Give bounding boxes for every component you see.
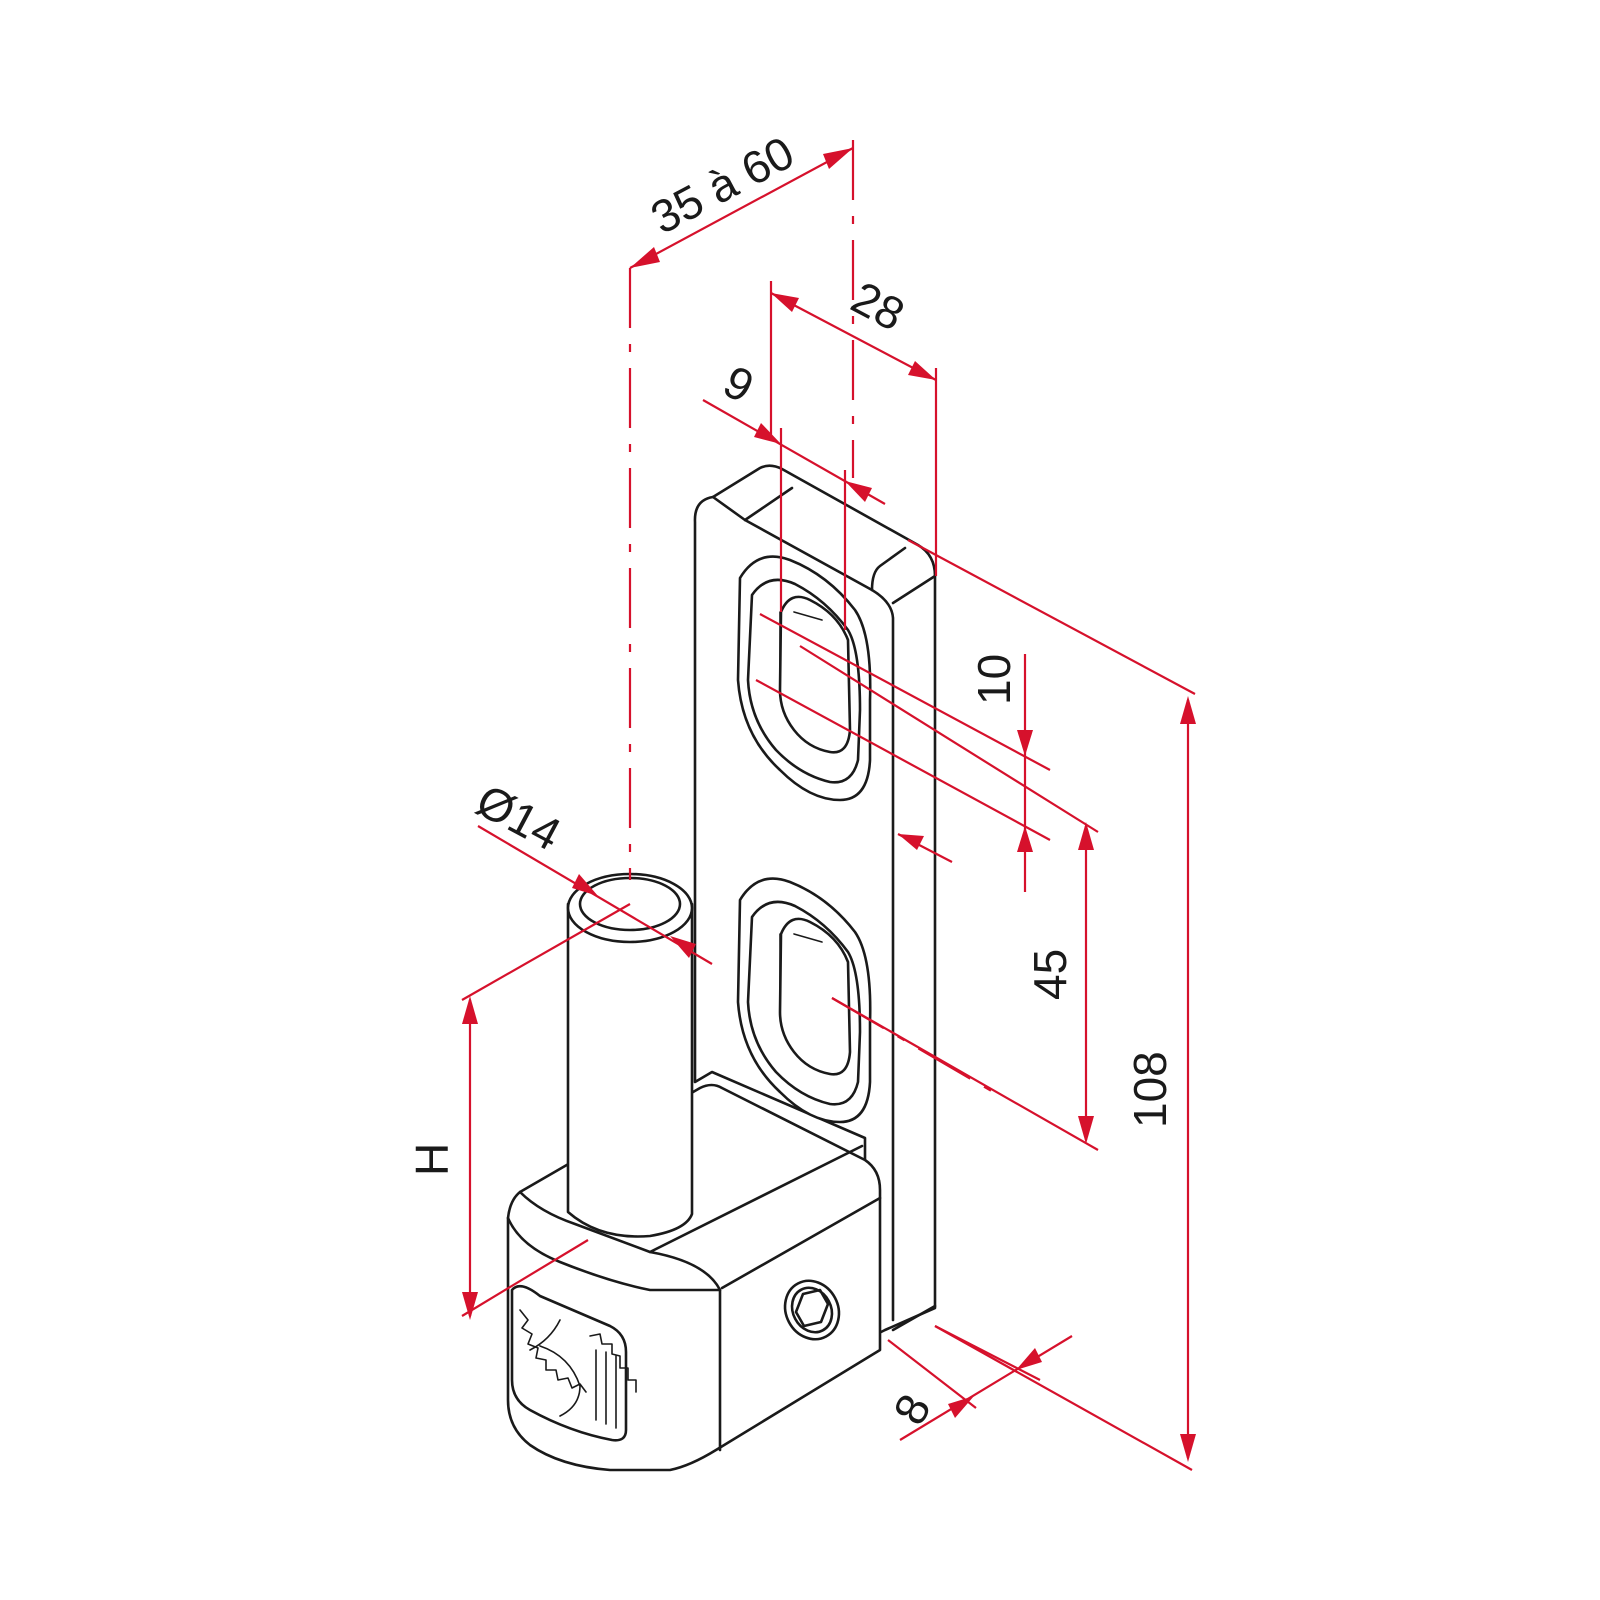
pin-body xyxy=(566,902,694,1238)
dim-35a60-line xyxy=(629,147,854,269)
plate-side-inner xyxy=(870,546,907,592)
dim-8-plate-side-arrow xyxy=(898,834,924,850)
dim-35a60-arrow-a xyxy=(630,247,660,268)
serrated-stripes xyxy=(595,1349,617,1429)
plate-top-corner xyxy=(891,574,937,605)
lower-hole-countersink-inner xyxy=(746,900,862,1106)
base-block-front-top xyxy=(720,1196,882,1290)
plate-top-edge xyxy=(743,486,794,522)
dim-35a60-arrow-b xyxy=(823,148,853,169)
label-108: 108 xyxy=(1124,1051,1176,1128)
upper-hole-slot xyxy=(778,595,852,754)
plate-bottom-edge xyxy=(891,1304,937,1332)
dim-9-arrow-a xyxy=(754,423,781,444)
dim-h-ext-bottom xyxy=(461,1239,589,1317)
dim-10-ext-a xyxy=(759,613,1051,771)
dimension-lines xyxy=(461,140,1196,1471)
lower-hole-slot-edge xyxy=(779,933,823,1013)
label-d14: Ø14 xyxy=(468,774,569,861)
dim-d14-arrow-a xyxy=(572,874,598,896)
label-h: H xyxy=(406,1143,458,1176)
dim-h-arrow-top xyxy=(462,996,478,1024)
dim-8-line xyxy=(899,1335,1073,1441)
label-9: 9 xyxy=(715,355,762,413)
dim-8-ext-b xyxy=(934,1325,1041,1381)
dim-108-arrow-top xyxy=(1180,696,1196,724)
label-45: 45 xyxy=(1024,949,1076,1000)
dim-28-arrow-b xyxy=(908,361,936,380)
dim-10-arrow-a xyxy=(1017,730,1033,756)
label-35a60: 35 à 60 xyxy=(642,126,802,244)
label-10: 10 xyxy=(968,654,1020,705)
dim-d14-arrow-b xyxy=(670,936,696,958)
dim-h-arrow-bottom xyxy=(462,1292,478,1320)
base-block-rim xyxy=(506,1216,722,1292)
dim-9-arrow-b xyxy=(845,481,872,502)
lower-hole-slot xyxy=(778,917,852,1076)
dim-h-ext-top xyxy=(461,903,631,1001)
serrated-teeth xyxy=(519,1309,637,1417)
dim-108-ext-top xyxy=(907,539,1196,695)
dim-8-arrow-a xyxy=(948,1396,974,1418)
dim-28-arrow-a xyxy=(771,293,799,312)
dim-45-arrow-a xyxy=(1078,822,1094,850)
lower-hole-center-ext xyxy=(831,997,1001,1097)
dim-45-arrow-b xyxy=(1078,1116,1094,1144)
dim-108-arrow-bottom xyxy=(1180,1434,1196,1462)
serrated-window xyxy=(510,1284,628,1442)
base-block-top xyxy=(518,1144,864,1254)
dim-10-arrow-b xyxy=(1017,826,1033,852)
dim-10-ext-b xyxy=(755,679,1051,841)
hinge-part xyxy=(506,464,937,1472)
label-8: 8 xyxy=(883,1386,941,1433)
dim-108-ext-bottom xyxy=(934,1325,1193,1471)
dim-8-arrow-b xyxy=(1016,1348,1042,1370)
dim-28-line xyxy=(770,292,937,381)
hex-screw-icon xyxy=(783,1279,841,1341)
dim-8-ext-a xyxy=(887,1339,977,1409)
dim-45-ext-a xyxy=(799,645,1099,833)
